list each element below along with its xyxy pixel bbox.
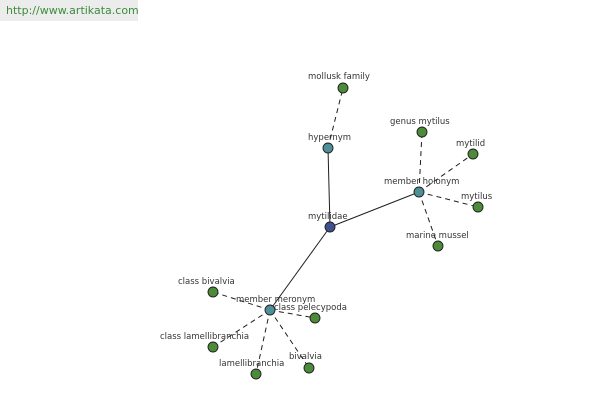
node-leaf-lamellibranchia[interactable] — [250, 368, 262, 380]
edge-lamellibranchia — [255, 309, 271, 375]
source-url-link[interactable]: http://www.artikata.com — [6, 4, 139, 17]
label-leaf-class-bivalvia[interactable]: class bivalvia — [178, 277, 235, 287]
node-center-mytilidae[interactable] — [324, 221, 336, 233]
edge-class-pelecypoda — [269, 309, 316, 319]
node-leaf-marine-mussel[interactable] — [432, 240, 444, 252]
node-leaf-class-bivalvia[interactable] — [207, 286, 219, 298]
node-leaf-mollusk-family[interactable] — [337, 82, 349, 94]
edge-class-lamellibranchia — [212, 309, 271, 348]
label-leaf-class-pelecypoda[interactable]: class pelecypoda — [274, 303, 347, 313]
node-leaf-class-pelecypoda[interactable] — [309, 312, 321, 324]
edge-bivalvia — [269, 309, 310, 369]
edge-mytilus — [418, 191, 479, 208]
node-relation-member-holonym[interactable] — [413, 186, 425, 198]
edge-class-bivalvia — [212, 291, 271, 311]
label-relation-hypernym[interactable]: hypernym — [308, 133, 351, 143]
graph-edges — [212, 87, 479, 375]
edge-member-meronym — [269, 226, 331, 311]
node-relation-hypernym[interactable] — [322, 142, 334, 154]
label-leaf-mytilus[interactable]: mytilus — [461, 192, 493, 202]
label-relation-member-holonym[interactable]: member holonym — [384, 177, 459, 187]
label-leaf-lamellibranchia[interactable]: lamellibranchia — [219, 359, 284, 369]
label-leaf-bivalvia[interactable]: bivalvia — [289, 352, 322, 362]
node-relation-member-meronym[interactable] — [264, 304, 276, 316]
node-leaf-mytilid[interactable] — [467, 148, 479, 160]
label-center-mytilidae[interactable]: mytilidae — [308, 212, 348, 222]
label-leaf-marine-mussel[interactable]: marine mussel — [406, 231, 469, 241]
source-banner: http://www.artikata.com — [0, 0, 139, 21]
graph-labels: mytilidae hypernym mollusk family member ho… — [160, 72, 493, 369]
edge-genus-mytilus — [418, 131, 423, 193]
label-leaf-class-lamellibranchia[interactable]: class lamellibranchia — [160, 332, 249, 342]
edge-hypernym — [327, 147, 331, 228]
edge-member-holonym — [329, 191, 420, 228]
label-leaf-mollusk-family[interactable]: mollusk family — [308, 72, 370, 82]
node-leaf-bivalvia[interactable] — [303, 362, 315, 374]
graph-nodes — [207, 82, 484, 380]
label-leaf-genus-mytilus[interactable]: genus mytilus — [390, 117, 450, 127]
edge-mollusk-family — [327, 87, 344, 149]
node-leaf-class-lamellibranchia[interactable] — [207, 341, 219, 353]
edge-marine-mussel — [418, 191, 439, 247]
node-leaf-genus-mytilus[interactable] — [416, 126, 428, 138]
label-leaf-mytilid[interactable]: mytilid — [456, 139, 485, 149]
edge-mytilid — [418, 153, 474, 193]
label-relation-member-meronym[interactable]: member meronym — [236, 295, 315, 305]
node-leaf-mytilus[interactable] — [472, 201, 484, 213]
